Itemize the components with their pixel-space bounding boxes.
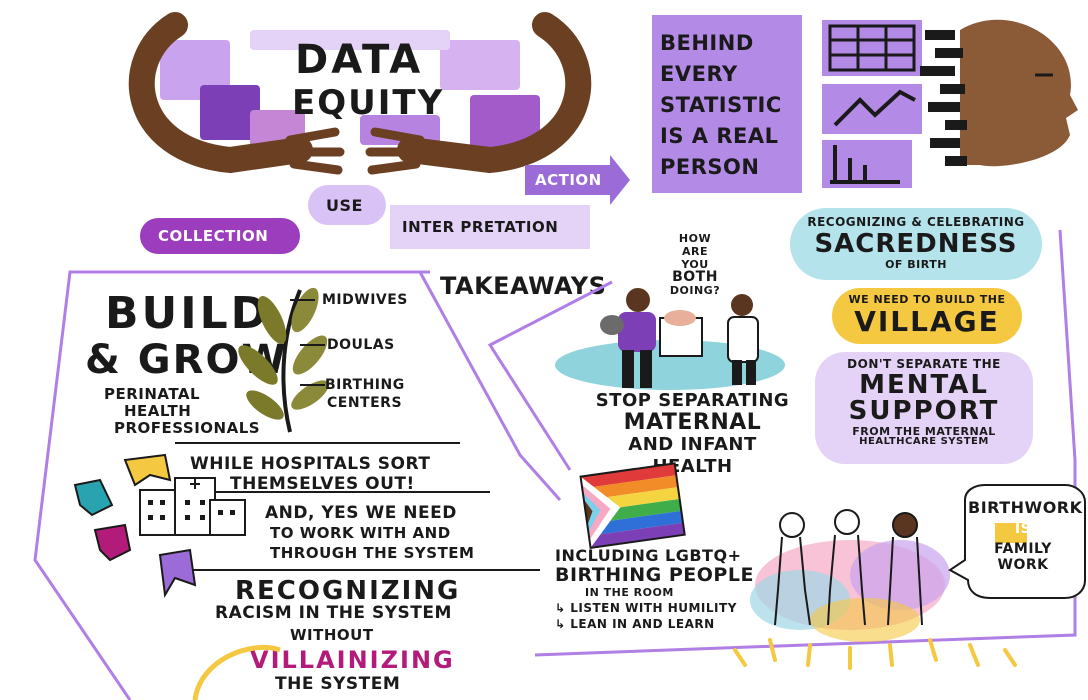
build-sub-line: PERINATAL xyxy=(104,385,201,403)
sacredness-text: RECOGNIZING & CELEBRATING SACREDNESS of … xyxy=(800,216,1032,270)
collection-bubble xyxy=(140,218,300,254)
sacredness-title: SACREDNESS xyxy=(814,229,1018,259)
work-with-text: AND, YES WE NEED TO WORK WITH and THROUG… xyxy=(265,503,474,563)
interpretation-bubble xyxy=(390,205,590,249)
lgbtq-line: IN THE ROOM xyxy=(585,586,674,599)
mental-title: SUPPORT xyxy=(848,396,1000,426)
racism-line: WITHOUT xyxy=(290,626,374,644)
label-birthing: BIRTHING xyxy=(325,377,405,393)
racism-line: THE SYSTEM xyxy=(275,674,401,694)
birthwork-text: BIRTHWORK IS FAMILY WORK xyxy=(968,498,1083,573)
birthwork-line: BIRTHWORK xyxy=(968,498,1083,517)
hospitals-line: WHILE HOSPITALS SORT xyxy=(190,454,431,474)
hospitals-text: WHILE HOSPITALS SORT THEMSELVES OUT! xyxy=(190,454,430,494)
label-centers: CENTERS xyxy=(327,395,403,411)
statistic-line: STATISTIC xyxy=(660,93,782,117)
collage-block xyxy=(440,40,520,90)
villainizing-text: VILLAINIZING xyxy=(250,646,455,674)
work-with-line: TO WORK WITH and xyxy=(270,524,451,542)
build-subtitle: PERINATAL HEALTH PROFESSIONALS xyxy=(100,386,260,437)
lgbtq-line: ↳ LEAN IN and LEARN xyxy=(555,617,715,631)
step-interpretation: INTER PRETATION xyxy=(402,218,559,236)
build-title: BUILD xyxy=(105,288,271,339)
work-with-line: THROUGH THE SYSTEM xyxy=(270,544,475,562)
birthwork-line: WORK xyxy=(997,557,1049,573)
racism-title: RECOGNIZING xyxy=(235,576,461,606)
takeaways-title: TAKEAWAYS xyxy=(440,272,607,300)
sacredness-line: of BIRTH xyxy=(885,258,947,271)
header-title-line1: DATA xyxy=(295,37,424,83)
work-with-line: AND, YES WE NEED xyxy=(265,503,457,523)
birthwork-line: FAMILY xyxy=(994,541,1052,557)
label-midwives: MIDWIVES xyxy=(322,292,408,308)
statistic-line: BEHIND xyxy=(660,31,754,55)
village-bubble xyxy=(832,288,1022,344)
mental-line: DON'T SEPARATE THE xyxy=(847,357,1001,371)
build-sub-line: PROFESSIONALS xyxy=(114,419,261,437)
step-use: USE xyxy=(326,196,363,215)
collage-block xyxy=(250,30,450,50)
stop-separating-text: STOP SEPARATING MATERNAL and INFANT HEAL… xyxy=(585,390,800,478)
stop-separating-line: STOP SEPARATING xyxy=(595,390,790,411)
stop-separating-line: MATERNAL xyxy=(623,410,762,435)
village-line: WE NEED TO BUILD the xyxy=(848,293,1006,306)
speech-bubble-text: HOW ARE YOU BOTH DOING? xyxy=(665,232,725,297)
build-sub-line: HEALTH xyxy=(124,402,192,420)
label-doulas: DOULAS xyxy=(327,337,395,353)
statistic-line: IS A REAL xyxy=(660,124,779,148)
lgbtq-line: BIRTHING PEOPLE xyxy=(555,564,754,586)
mental-bubble xyxy=(815,352,1033,464)
birthwork-line: IS xyxy=(1014,521,1032,537)
sacredness-bubble xyxy=(790,208,1042,280)
mental-text: DON'T SEPARATE THE MENTAL SUPPORT FROM T… xyxy=(815,358,1033,447)
lgbtq-line: ↳ LISTEN with HUMILITY xyxy=(555,601,737,615)
hospitals-line: THEMSELVES OUT! xyxy=(230,474,415,494)
mental-line: HEALTHCARE SYSTEM xyxy=(859,436,989,447)
statistic-line: PERSON xyxy=(660,155,760,179)
statistic-panel xyxy=(652,15,802,193)
village-text: WE NEED TO BUILD the VILLAGE xyxy=(832,294,1022,336)
racism-line: RACISM IN THE SYSTEM xyxy=(215,603,452,623)
use-bubble xyxy=(308,185,386,225)
statistic-line: EVERY xyxy=(660,62,738,86)
lgbtq-line: INCLUDING LGBTQ+ xyxy=(555,546,742,565)
speech-line: DOING? xyxy=(669,284,721,297)
village-title: VILLAGE xyxy=(854,305,1000,338)
header-title-line2: EQUITY xyxy=(292,83,445,123)
mental-title: MENTAL xyxy=(859,370,989,400)
lgbtq-text: INCLUDING LGBTQ+ BIRTHING PEOPLE IN THE … xyxy=(555,546,754,631)
mental-line: FROM THE MATERNAL xyxy=(852,425,996,438)
statistic-text: BEHIND EVERY STATISTIC IS A REAL PERSON xyxy=(660,28,782,183)
sacredness-line: RECOGNIZING & CELEBRATING xyxy=(807,215,1025,229)
step-action: ACTION xyxy=(535,171,602,189)
speech-line: BOTH xyxy=(672,269,718,285)
speech-line: YOU xyxy=(681,258,709,271)
speech-line: HOW ARE xyxy=(678,232,712,258)
step-collection: COLLECTION xyxy=(158,227,269,245)
